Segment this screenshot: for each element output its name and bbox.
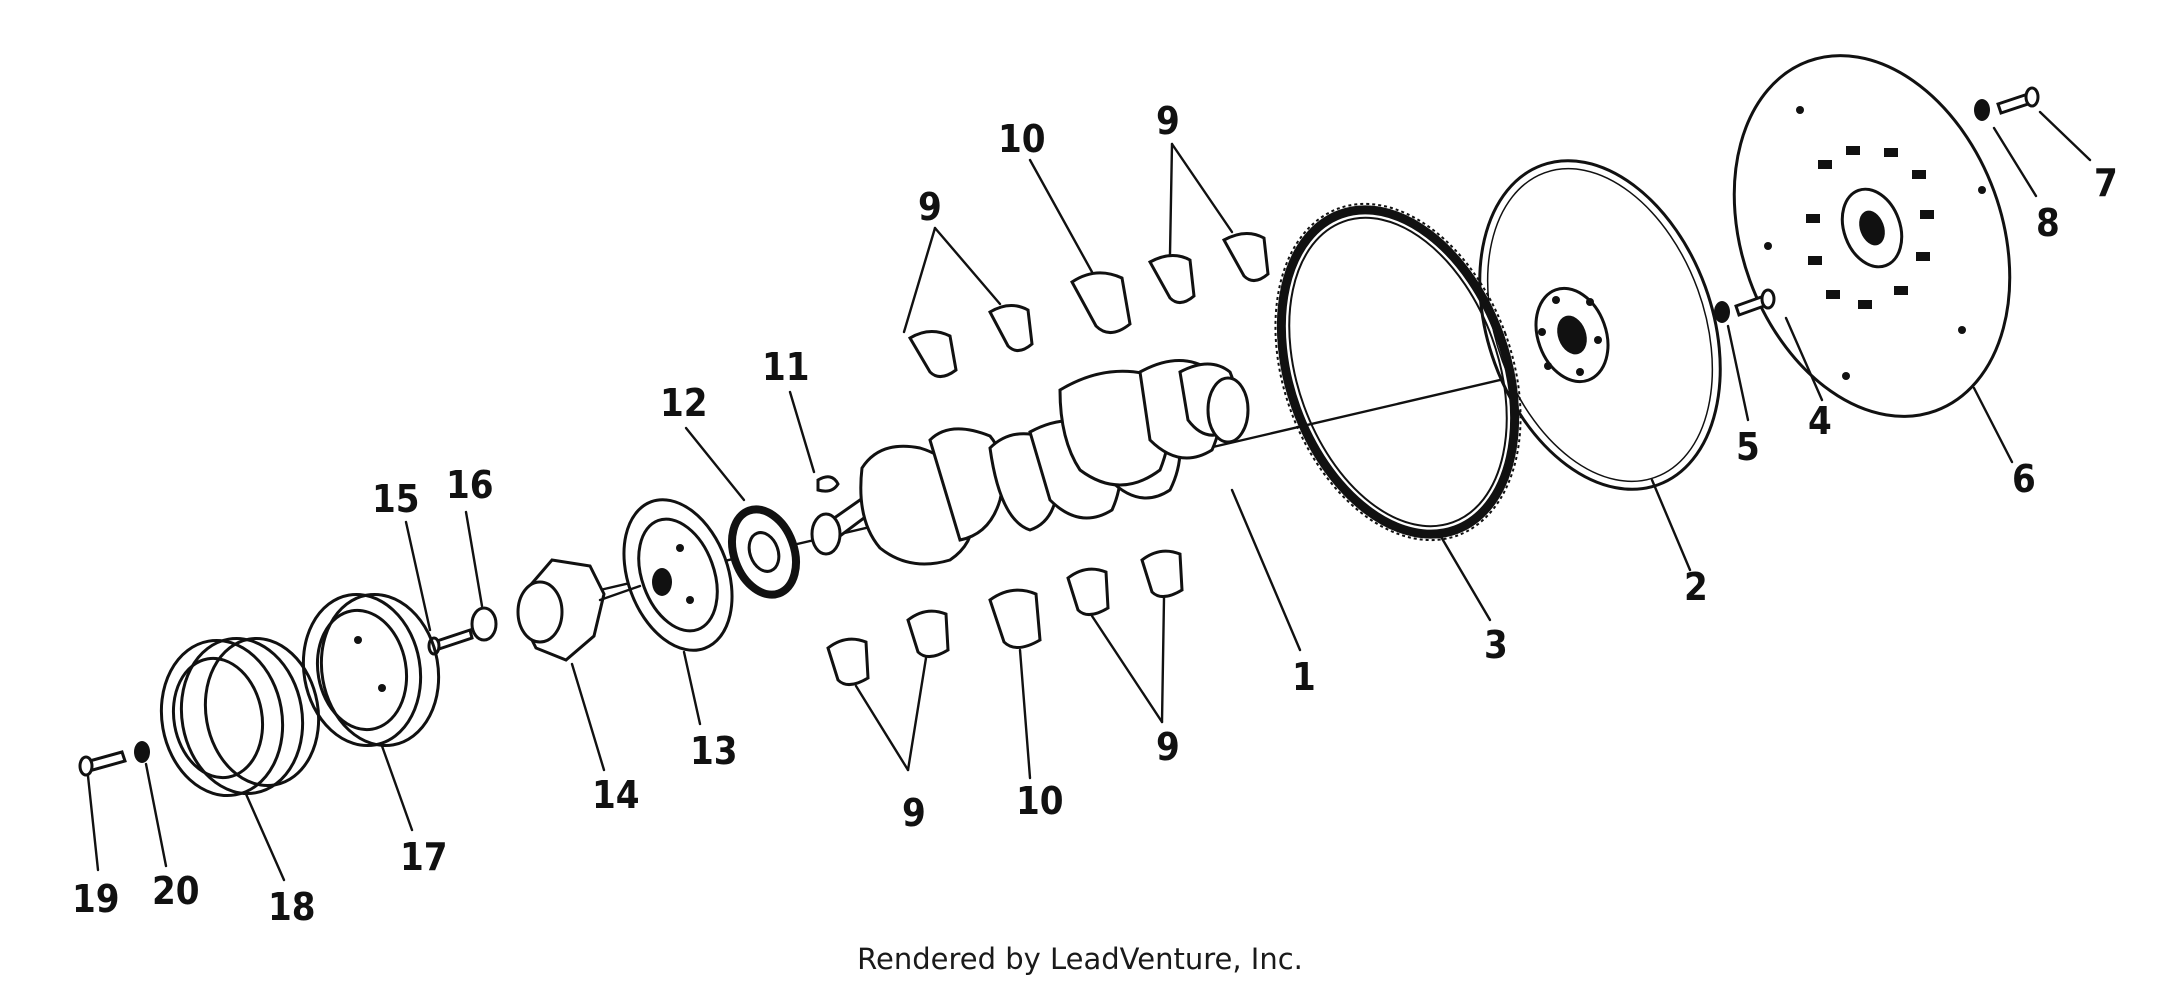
part-9-main-bearings-upper-left [907,304,1034,378]
callout-9-upper-left: 9 [918,185,942,229]
part-9-main-bearings-lower-left [826,609,950,686]
part-17-pulley [301,592,441,748]
part-18-pulley [159,636,321,798]
callout-1: 1 [1292,655,1316,699]
part-19-bolt [78,750,127,777]
part-16-washer [470,606,498,642]
part-7-bolt [1996,86,2040,115]
callout-3: 3 [1484,623,1508,667]
part-1-crankshaft [810,359,1250,566]
callout-10-lower: 10 [1016,779,1064,823]
callout-14: 14 [592,773,640,817]
callout-8: 8 [2036,201,2060,245]
part-9-main-bearings-lower-right [1066,549,1184,616]
callout-4: 4 [1808,399,1832,443]
leader-lines [86,110,2092,882]
part-20-washer [134,741,150,763]
callout-6: 6 [2012,457,2036,501]
callout-12: 12 [660,381,708,425]
part-10-thrust-bearing-lower [988,588,1042,649]
callout-10-upper: 10 [998,117,1046,161]
part-5-washer [1714,301,1730,323]
part-13-harmonic-balancer [622,498,734,652]
callout-15: 15 [372,477,420,521]
part-9-main-bearings-upper-right [1147,232,1270,304]
part-3-ring-gear [1274,202,1522,542]
part-2-flywheel [1478,159,1722,491]
callout-20: 20 [152,869,200,913]
callout-18: 18 [268,885,316,929]
rendered-by-credit: Rendered by LeadVenture, Inc. [857,942,1303,976]
callout-9-lower-left: 9 [902,791,926,835]
part-12-crankshaft-gear [728,505,800,599]
part-11-key [816,475,840,493]
callout-11: 11 [762,345,810,389]
part-14-pulley-hub [516,558,642,662]
callout-7: 7 [2094,161,2118,205]
callout-2: 2 [1684,565,1708,609]
callout-9-upper-right: 9 [1156,99,1180,143]
part-8-washer [1974,99,1990,121]
callout-9-lower-right: 9 [1156,725,1180,769]
callout-16: 16 [446,463,494,507]
part-6-flexplate [1732,54,2012,418]
callout-19: 19 [72,877,120,921]
part-4-bolt [1734,288,1776,317]
callout-5: 5 [1736,425,1760,469]
part-10-thrust-bearing-upper [1070,271,1132,334]
callout-17: 17 [400,835,448,879]
callout-13: 13 [690,729,738,773]
